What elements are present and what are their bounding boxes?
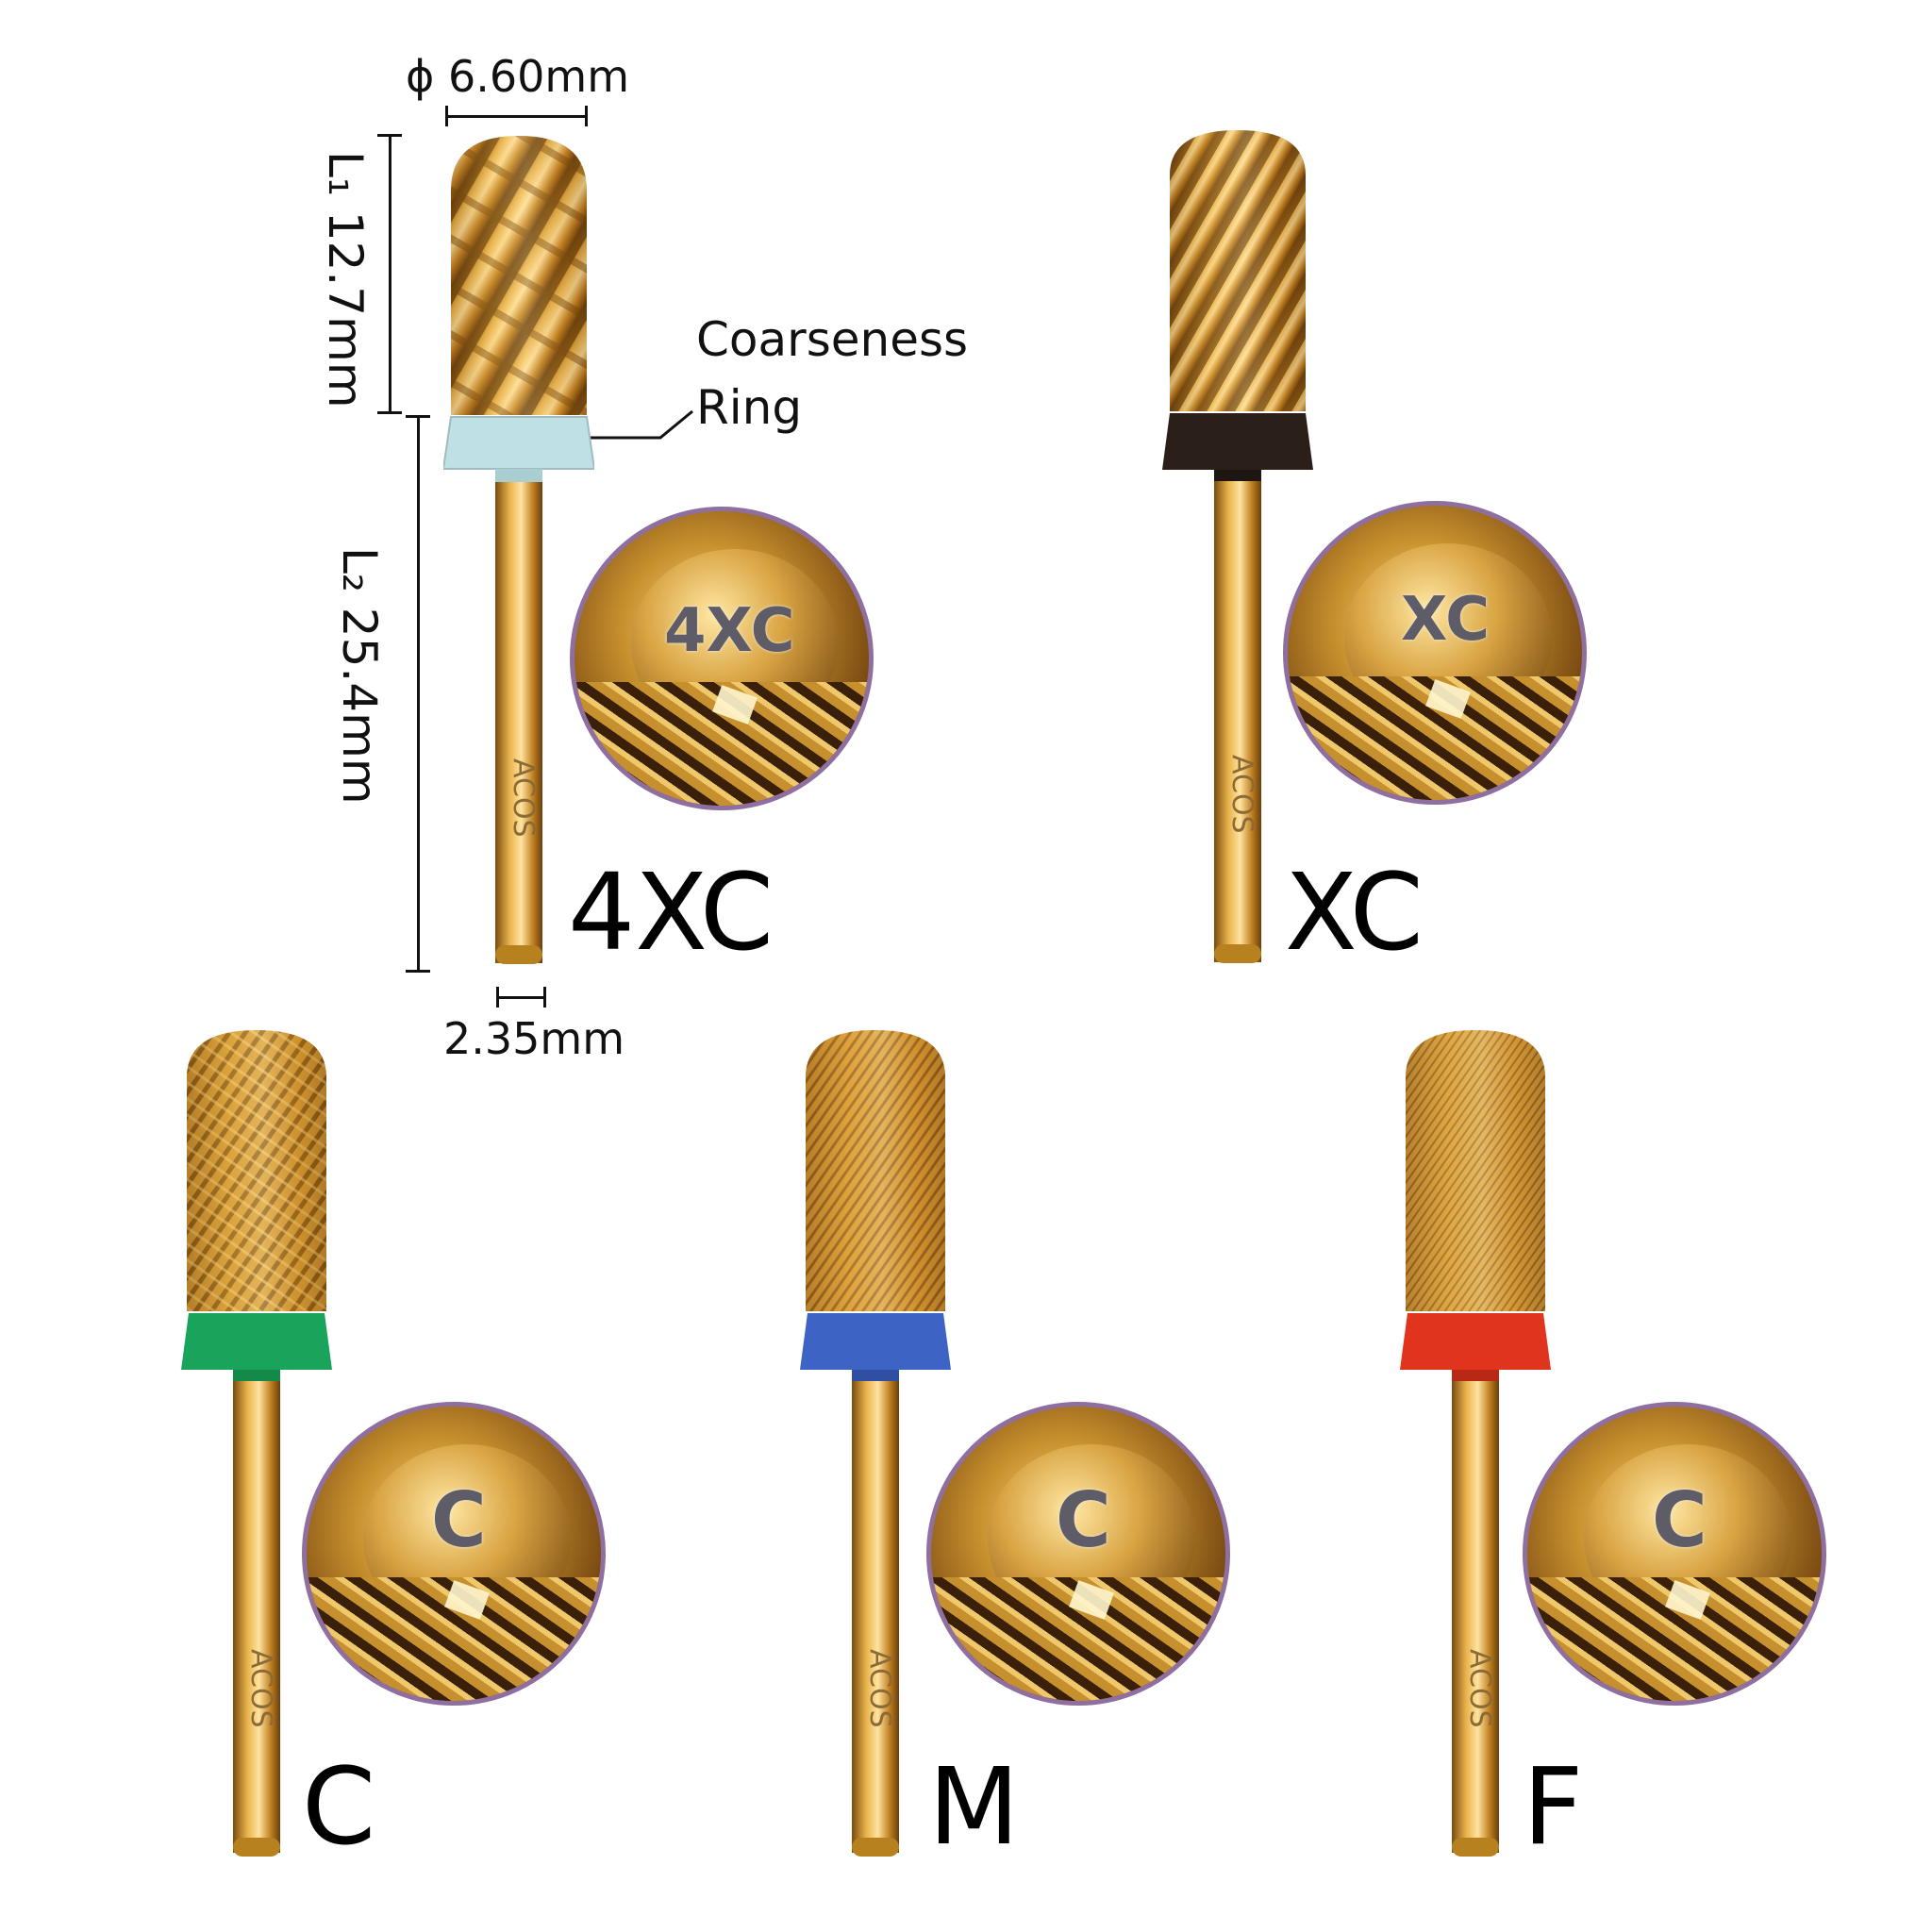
diameter-tick-left bbox=[445, 106, 448, 126]
bit-f-drawing bbox=[1400, 1030, 1551, 1857]
zoom-circle-c: C bbox=[302, 1402, 606, 1706]
callout-coarseness: Coarseness bbox=[696, 312, 969, 367]
diameter-tick-right bbox=[585, 106, 588, 126]
shank-tick-left bbox=[496, 987, 499, 1008]
bit-m-drawing bbox=[800, 1030, 951, 1857]
coarseness-ring-xc bbox=[1162, 413, 1313, 470]
bit-c-drawing bbox=[181, 1030, 332, 1857]
shank-engraving: ACOS bbox=[1463, 1649, 1496, 1728]
zoom-engraving-xc: XC bbox=[1401, 585, 1491, 655]
zoom-engraving-f: C bbox=[1652, 1476, 1707, 1564]
zoom-engraving-c: C bbox=[431, 1476, 487, 1564]
zoom-engraving-4xc: 4XC bbox=[664, 596, 795, 666]
bit-xc-drawing bbox=[1162, 130, 1313, 963]
l1-tick-top bbox=[377, 134, 402, 137]
grade-label-xc: XC bbox=[1285, 852, 1424, 974]
l2-tick-bottom bbox=[406, 970, 430, 973]
zoom-circle-4xc: 4XC bbox=[570, 507, 874, 810]
diameter-label: ϕ 6.60mm bbox=[406, 51, 630, 102]
bit-4xc-drawing bbox=[441, 136, 596, 964]
zoom-engraving-m: C bbox=[1056, 1476, 1111, 1564]
shank-engraving: ACOS bbox=[507, 758, 540, 838]
grade-label-4xc: 4XC bbox=[568, 852, 774, 974]
callout-leader-line bbox=[570, 409, 693, 440]
bit-m: ACOS bbox=[800, 1028, 951, 1868]
bit-f: ACOS bbox=[1400, 1028, 1551, 1868]
l1-tick-bottom bbox=[377, 411, 402, 414]
grade-label-f: F bbox=[1523, 1746, 1584, 1869]
shank-tick-right bbox=[543, 987, 546, 1008]
bit-xc: ACOS bbox=[1162, 128, 1313, 968]
l2-label: L₂ 25.4mm bbox=[332, 547, 387, 805]
shank-engraving: ACOS bbox=[244, 1649, 277, 1728]
l1-dimension-line bbox=[389, 134, 391, 413]
bit-4xc: ACOS bbox=[441, 134, 596, 974]
coarseness-ring-4xc bbox=[441, 416, 596, 470]
coarseness-ring-c bbox=[181, 1313, 332, 1370]
shank-dimension-line bbox=[496, 996, 545, 999]
callout-ring: Ring bbox=[696, 380, 803, 435]
coarseness-ring-m bbox=[800, 1313, 951, 1370]
bit-c: ACOS bbox=[181, 1028, 332, 1868]
grade-label-c: C bbox=[302, 1746, 376, 1869]
l2-tick-top bbox=[406, 415, 430, 418]
l1-label: L₁ 12.7mm bbox=[318, 151, 373, 408]
zoom-circle-xc: XC bbox=[1283, 501, 1587, 805]
zoom-circle-f: C bbox=[1523, 1402, 1826, 1706]
shank-engraving: ACOS bbox=[863, 1649, 896, 1728]
grade-label-m: M bbox=[928, 1746, 1020, 1869]
shank-engraving: ACOS bbox=[1225, 755, 1258, 834]
l2-dimension-line bbox=[417, 415, 420, 972]
coarseness-ring-f bbox=[1400, 1313, 1551, 1370]
diameter-dimension-line bbox=[445, 115, 587, 118]
shank-diameter-label: 2.35mm bbox=[443, 1013, 625, 1064]
zoom-circle-m: C bbox=[926, 1402, 1230, 1706]
